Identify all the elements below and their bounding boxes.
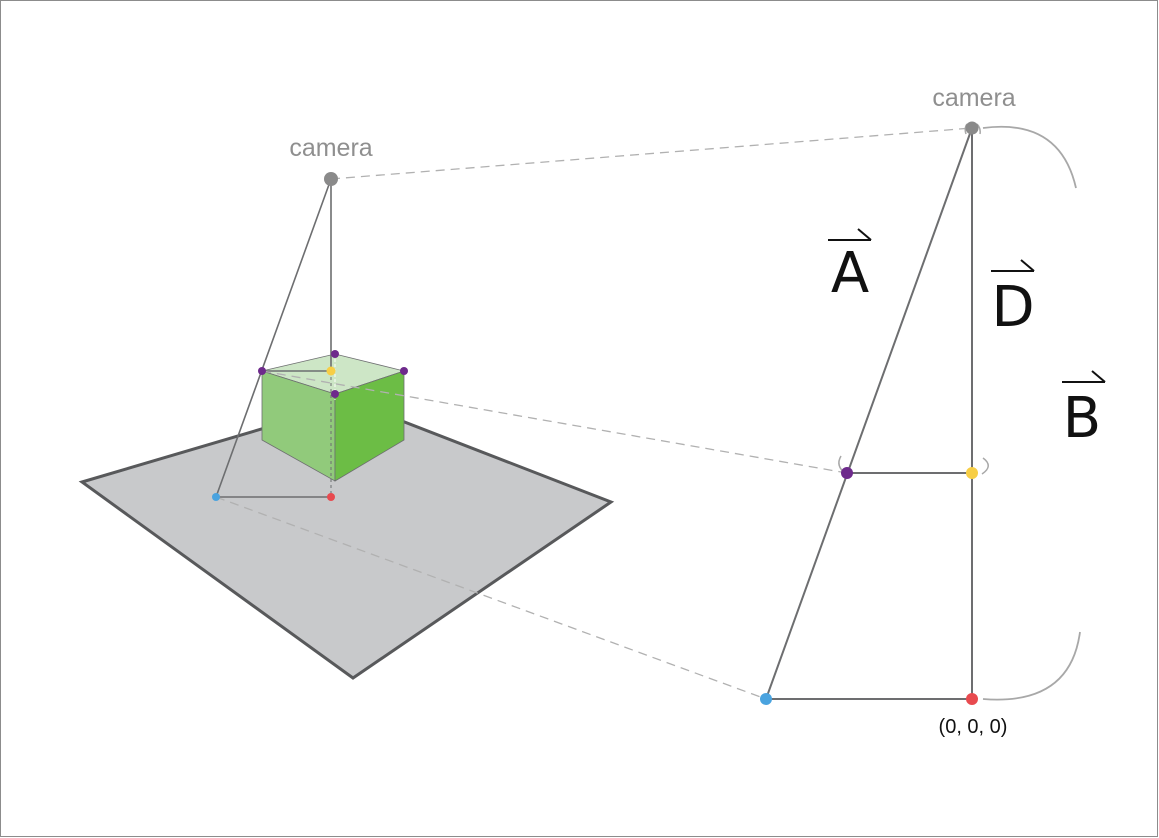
right-camera-label: camera [932,84,1015,112]
left-camera-dot [324,172,338,186]
right-purple-dot [841,467,853,479]
left-yellow-dot [326,366,336,376]
left-blue-dot [212,493,220,501]
vector-a-line [765,127,973,700]
yellow-tick [981,457,989,475]
vector-a-label: A [831,241,869,306]
brace-b-bottom [982,631,1081,701]
cube-side-face [334,370,405,482]
vector-b-label: B [1063,386,1101,451]
right-red-dot [966,693,978,705]
dashed-camera-link [330,127,973,180]
vector-b-label-group: B [1062,370,1106,451]
left-ray-to-ground [215,178,332,498]
brace-b-top [982,125,1077,189]
left-camera-label: camera [289,134,372,162]
vector-d-arrow-icon [991,259,1035,272]
vector-a-arrow-icon [828,228,872,241]
left-red-dot [327,493,335,501]
left-purple-dot-right [400,367,408,375]
dashed-hit-link [261,370,848,474]
vector-b-arrow-icon [1062,370,1106,383]
vector-d-label: D [991,275,1034,340]
right-blue-dot [760,693,772,705]
left-purple-dot-front [331,390,339,398]
right-camera-dot [965,121,979,135]
camera-tick-right [976,123,981,135]
vector-a-label-group: A [828,228,872,306]
dashed-ground-link [215,496,767,700]
vector-d-label-group: D [991,259,1035,340]
origin-label: (0, 0, 0) [939,716,1008,738]
right-yellow-dot [966,467,978,479]
left-purple-dot-top [331,350,339,358]
left-purple-dot-hit [258,367,266,375]
